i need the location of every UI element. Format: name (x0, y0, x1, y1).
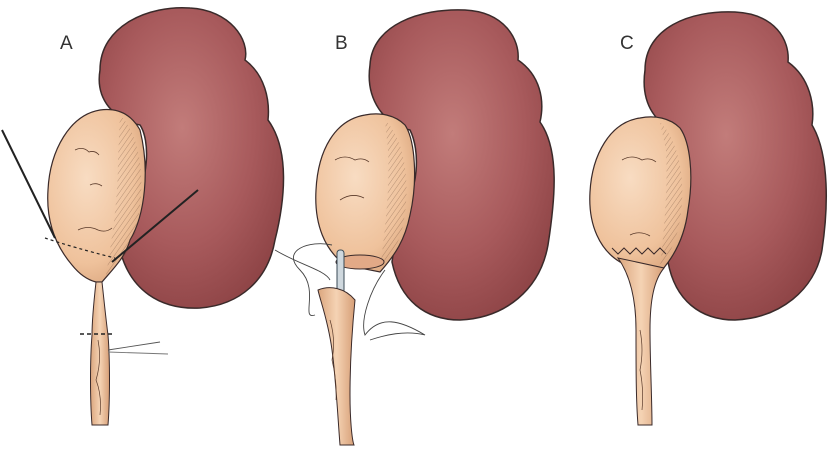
stay-suture-needle (1, 129, 56, 239)
anastomotic-suture (363, 269, 426, 341)
panel-a (1, 6, 285, 426)
anastomosis-suture-line (611, 247, 667, 255)
panel-label-a: A (60, 33, 73, 54)
ureter-b (317, 287, 356, 446)
kidney-b (368, 9, 555, 321)
stay-suture-needle (111, 189, 199, 263)
ureter-a (90, 281, 110, 426)
panel-b (274, 9, 555, 446)
ureter-c (616, 257, 665, 426)
panel-c (589, 11, 828, 426)
anastomotic-suture (293, 243, 333, 316)
panel-label-b: B (335, 33, 348, 54)
panel-label-c: C (620, 33, 634, 54)
